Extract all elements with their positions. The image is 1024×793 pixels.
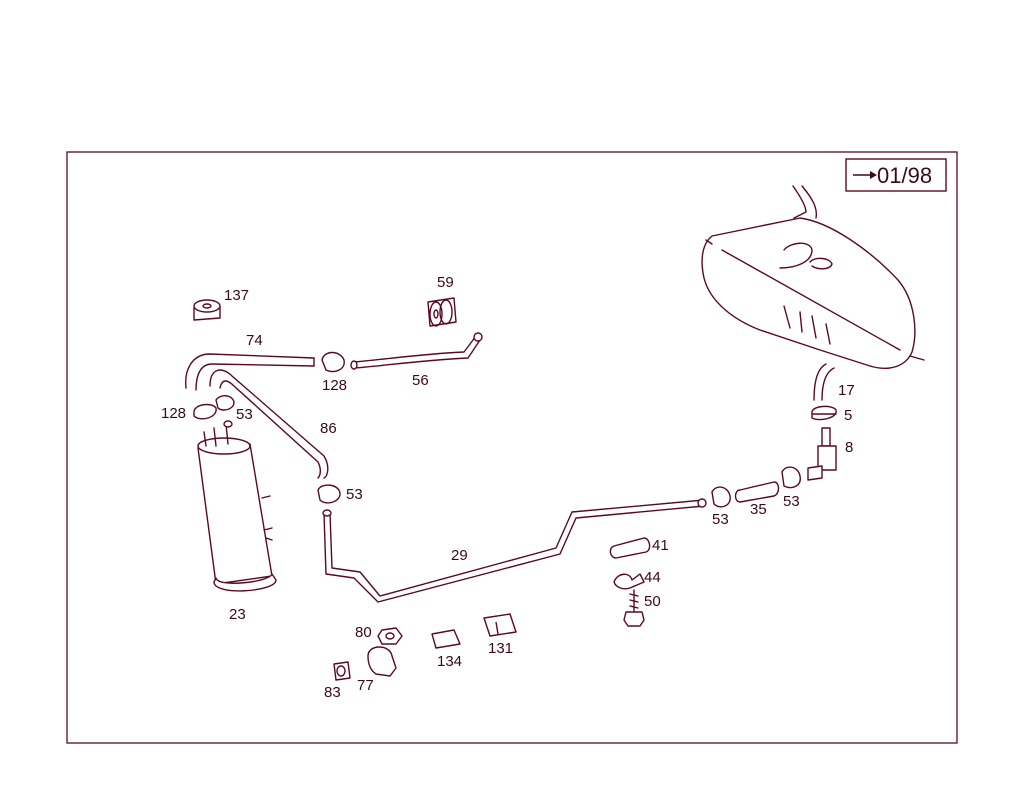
callout-86: 86 [320, 420, 337, 437]
bellows-59 [427, 297, 457, 327]
callout-53-left: 53 [236, 406, 253, 423]
clamp-53-right-b [711, 486, 731, 508]
nut-80 [377, 627, 403, 645]
callout-53-right-a: 53 [712, 511, 729, 528]
callout-137: 137 [224, 287, 249, 304]
callout-131: 131 [488, 640, 513, 657]
hose-41 [609, 537, 651, 559]
callout-56: 56 [412, 372, 429, 389]
callout-80: 80 [355, 624, 372, 641]
callout-53-middle: 53 [346, 486, 363, 503]
valve-8 [807, 427, 837, 481]
hose-17 [813, 363, 835, 401]
callout-29: 29 [451, 547, 468, 564]
clamp-53-left-small [215, 395, 235, 411]
callout-41: 41 [652, 537, 669, 554]
hose-86 [209, 369, 329, 479]
callout-74: 74 [246, 332, 263, 349]
clamp-53-middle [317, 484, 341, 504]
callout-77: 77 [357, 677, 374, 694]
revision-text: 01/98 [877, 163, 932, 188]
hose-74 [185, 353, 315, 391]
callout-83: 83 [324, 684, 341, 701]
callout-44: 44 [644, 569, 661, 586]
callout-17: 17 [838, 382, 855, 399]
clip-44 [613, 573, 645, 590]
grommet-137 [193, 299, 221, 321]
clamp-77 [367, 646, 397, 677]
callout-50: 50 [644, 593, 661, 610]
mount-134 [431, 629, 461, 649]
washer-83 [333, 661, 351, 681]
hose-56 [350, 332, 483, 370]
mount-131 [483, 613, 517, 637]
callout-53-right-b: 53 [783, 493, 800, 510]
pipe-29 [322, 498, 707, 603]
fuel-tank [701, 185, 925, 370]
clamp-53-right-a [781, 466, 801, 489]
clamp-128-left [193, 403, 217, 420]
callout-5: 5 [844, 407, 852, 424]
callout-134: 134 [437, 653, 462, 670]
screw-50 [623, 589, 645, 627]
clamp-5 [811, 405, 837, 421]
revision-badge: 01/98 [845, 158, 947, 192]
diagram-frame [66, 151, 958, 744]
callout-128-left: 128 [161, 405, 186, 422]
callout-128-top: 128 [322, 377, 347, 394]
callout-23: 23 [229, 606, 246, 623]
charcoal-canister-23 [197, 420, 277, 592]
callout-8: 8 [845, 439, 853, 456]
hose-35 [734, 481, 780, 503]
clamp-128-top [321, 351, 345, 373]
callout-59: 59 [437, 274, 454, 291]
callout-35: 35 [750, 501, 767, 518]
